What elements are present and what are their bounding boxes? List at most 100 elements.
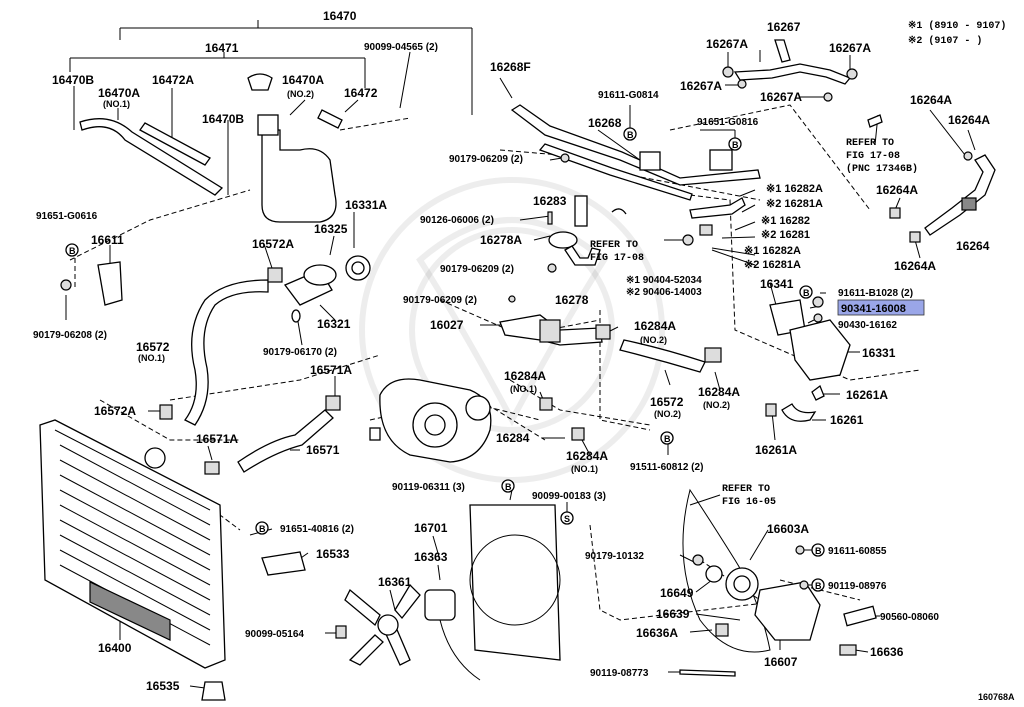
label-16471[interactable]: 16471 [205, 41, 239, 55]
label-16261[interactable]: 16261 [830, 413, 864, 427]
highlight-box [837, 299, 925, 316]
label-16571A-1[interactable]: 16571A [310, 363, 352, 377]
refer2-line2[interactable]: FIG 17-08 [590, 253, 644, 264]
label-16027[interactable]: 16027 [430, 318, 464, 332]
svg-text:B: B [815, 546, 822, 556]
label-16535[interactable]: 16535 [146, 679, 180, 693]
label-16278[interactable]: 16278 [555, 293, 589, 307]
label-91611-B1028[interactable]: 91611-B1028 (2) [838, 288, 913, 299]
label-16649[interactable]: 16649 [660, 586, 694, 600]
label-16284A-no1b[interactable]: 16284A [566, 449, 608, 463]
label-16361[interactable]: 16361 [378, 575, 412, 589]
label-16268[interactable]: 16268 [588, 116, 622, 130]
svg-text:S: S [564, 514, 570, 524]
label-16611[interactable]: 16611 [91, 233, 124, 247]
label-no1-a: (NO.1) [103, 99, 130, 109]
label-16470B-top[interactable]: 16470B [52, 73, 94, 87]
label-16268F[interactable]: 16268F [490, 60, 531, 74]
label-16470[interactable]: 16470 [323, 9, 357, 23]
label-16284A-no2[interactable]: 16284A [634, 319, 676, 333]
label-16472A[interactable]: 16472A [152, 73, 194, 87]
label-90430-16162[interactable]: 90430-16162 [838, 320, 897, 331]
label-16470B-mid[interactable]: 16470B [202, 112, 244, 126]
label-16571A-2[interactable]: 16571A [196, 432, 238, 446]
label-16283[interactable]: 16283 [533, 194, 567, 208]
label-90179-06208[interactable]: 90179-06208 (2) [33, 330, 107, 341]
label-91611-60855[interactable]: 91611-60855 [828, 546, 887, 557]
label-16341[interactable]: 16341 [760, 277, 794, 291]
label-16572A-2[interactable]: 16572A [94, 404, 136, 418]
label-16533[interactable]: 16533 [316, 547, 350, 561]
label-16284A-no1a[interactable]: 16284A [504, 369, 546, 383]
label-91511-60812[interactable]: 91511-60812 (2) [630, 462, 703, 473]
label-16267A-3[interactable]: 16267A [680, 79, 722, 93]
label-91651-40816[interactable]: 91651-40816 (2) [280, 524, 354, 535]
label-16636[interactable]: 16636 [870, 645, 904, 659]
label-16603A[interactable]: 16603A [767, 522, 809, 536]
label-16261A-1[interactable]: 16261A [846, 388, 888, 402]
refer1-line2[interactable]: FIG 17-08 [846, 151, 900, 162]
label-16267[interactable]: 16267 [767, 20, 801, 34]
label-16701[interactable]: 16701 [414, 521, 448, 535]
label-90119-08976[interactable]: 90119-08976 [828, 581, 887, 592]
label-16281A-2[interactable]: ※2 16281A [766, 198, 823, 210]
label-16572-1[interactable]: 16572 [136, 340, 170, 354]
label-16264[interactable]: 16264 [956, 239, 990, 253]
label-16264A-1[interactable]: 16264A [910, 93, 952, 107]
label-90119-08773[interactable]: 90119-08773 [590, 668, 649, 679]
label-90099-04565[interactable]: 90099-04565 (2) [364, 42, 438, 53]
label-90119-06311[interactable]: 90119-06311 (3) [392, 482, 465, 493]
label-no2-b: (NO.2) [640, 335, 667, 345]
label-90404-52034[interactable]: ※1 90404-52034 [626, 275, 702, 286]
label-16267A-2[interactable]: 16267A [829, 41, 871, 55]
label-91651-G0616[interactable]: 91651-G0616 [36, 211, 98, 222]
label-16278A[interactable]: 16278A [480, 233, 522, 247]
label-90560-08060[interactable]: 90560-08060 [880, 612, 939, 623]
refer2-line1[interactable]: REFER TO [590, 240, 638, 251]
label-16282A-1b[interactable]: ※1 16282A [744, 245, 801, 257]
label-16264A-4[interactable]: 16264A [894, 259, 936, 273]
label-16321[interactable]: 16321 [317, 317, 351, 331]
refer3-line2[interactable]: FIG 16-05 [722, 497, 776, 508]
label-90179-06209-a[interactable]: 90179-06209 (2) [449, 154, 523, 165]
label-16363[interactable]: 16363 [414, 550, 448, 564]
label-90179-06209-b[interactable]: 90179-06209 (2) [440, 264, 514, 275]
label-16325[interactable]: 16325 [314, 222, 348, 236]
label-90126-06006[interactable]: 90126-06006 (2) [420, 215, 494, 226]
legend-note-1: ※1 (8910 - 9107) [908, 20, 1006, 32]
label-16400[interactable]: 16400 [98, 641, 132, 655]
label-16571[interactable]: 16571 [306, 443, 340, 457]
label-16470A-no1[interactable]: 16470A [98, 86, 140, 100]
label-91611-G0814[interactable]: 91611-G0814 [598, 90, 659, 101]
label-16472[interactable]: 16472 [344, 86, 378, 100]
label-16282-1[interactable]: ※1 16282 [761, 215, 810, 227]
label-16261A-2[interactable]: 16261A [755, 443, 797, 457]
label-90099-05164[interactable]: 90099-05164 [245, 629, 304, 640]
label-90179-10132[interactable]: 90179-10132 [585, 551, 644, 562]
label-90406-14003[interactable]: ※2 90406-14003 [626, 287, 702, 298]
label-16281-2[interactable]: ※2 16281 [761, 229, 810, 241]
label-16636A[interactable]: 16636A [636, 626, 678, 640]
label-16284A-no2b[interactable]: 16284A [698, 385, 740, 399]
label-16267A-4[interactable]: 16267A [760, 90, 802, 104]
label-16331A[interactable]: 16331A [345, 198, 387, 212]
label-90099-00183[interactable]: 90099-00183 (3) [532, 491, 606, 502]
label-16282A-1[interactable]: ※1 16282A [766, 183, 823, 195]
label-16572A-1[interactable]: 16572A [252, 237, 294, 251]
label-91651-G0816[interactable]: 91651-G0816 [697, 117, 759, 128]
label-16284[interactable]: 16284 [496, 431, 530, 445]
refer1-line1[interactable]: REFER TO [846, 138, 894, 149]
label-16639[interactable]: 16639 [656, 607, 690, 621]
refer3-line1[interactable]: REFER TO [722, 484, 770, 495]
label-90179-06170[interactable]: 90179-06170 (2) [263, 347, 337, 358]
label-16264A-2[interactable]: 16264A [948, 113, 990, 127]
label-16267A-1[interactable]: 16267A [706, 37, 748, 51]
label-16607[interactable]: 16607 [764, 655, 798, 669]
label-16281A-2b[interactable]: ※2 16281A [744, 259, 801, 271]
label-16331[interactable]: 16331 [862, 346, 896, 360]
label-90179-06209-c[interactable]: 90179-06209 (2) [403, 295, 477, 306]
label-16264A-3[interactable]: 16264A [876, 183, 918, 197]
label-90341-16008[interactable]: 90341-16008 [841, 303, 906, 315]
label-16470A-no2[interactable]: 16470A [282, 73, 324, 87]
label-16572-2[interactable]: 16572 [650, 395, 684, 409]
